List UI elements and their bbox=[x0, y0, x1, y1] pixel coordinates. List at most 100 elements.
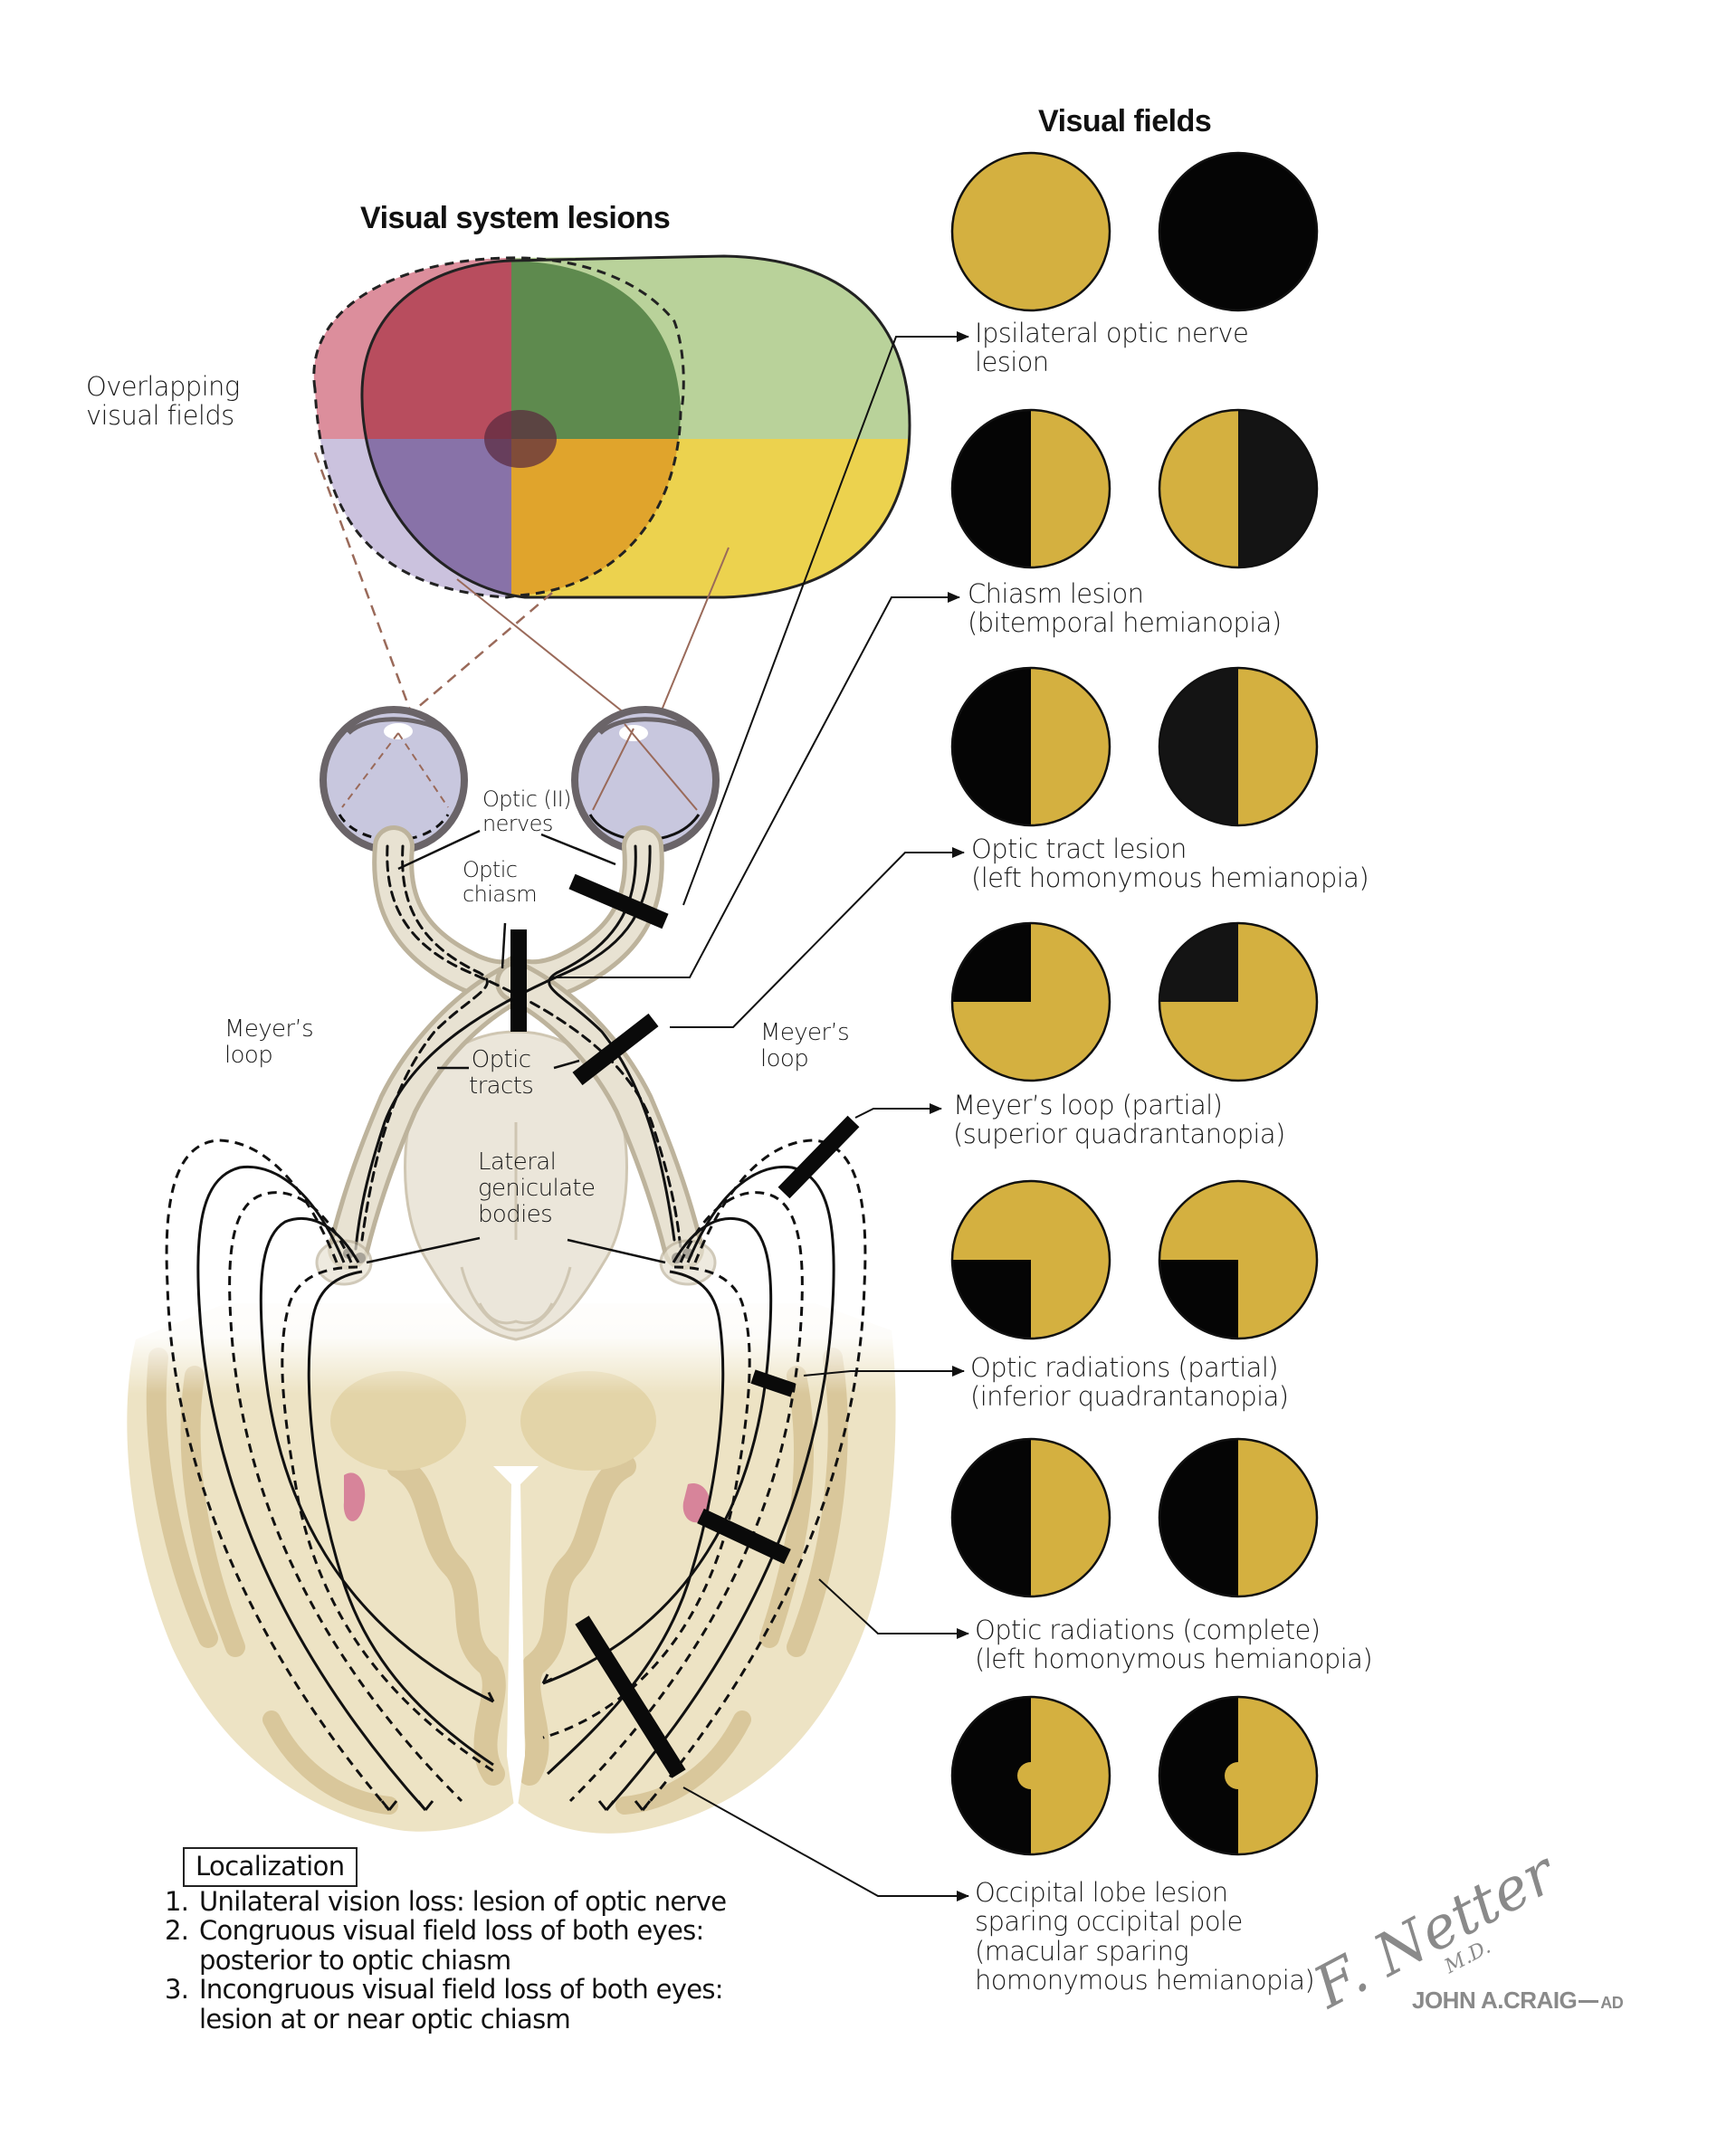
left-eye-field-optic-nerve bbox=[950, 151, 1111, 312]
field-outline bbox=[1158, 1695, 1319, 1856]
field-outline bbox=[950, 1437, 1111, 1598]
field-outline bbox=[1158, 921, 1319, 1082]
craig-signature-name: JOHN A.CRAIG bbox=[1412, 1987, 1578, 2014]
field-label-optic-tract: Optic tract lesion (left homonymous hemi… bbox=[971, 834, 1369, 893]
eyes bbox=[320, 706, 720, 854]
projection-line bbox=[397, 592, 553, 725]
callout-optic-radiations-complete bbox=[818, 1578, 969, 1639]
visual-field-circles bbox=[950, 151, 1319, 1856]
localization-item-text: Incongruous visual field loss of both ey… bbox=[199, 1974, 724, 2006]
callout-occipital-lobe bbox=[682, 1787, 969, 1901]
macula bbox=[484, 410, 557, 468]
lgb-label-line: bodies bbox=[478, 1201, 553, 1229]
left-eye-field-meyers-loop bbox=[950, 921, 1111, 1082]
localization-item-number: 2. bbox=[165, 1915, 189, 1947]
field-outline bbox=[1158, 666, 1319, 827]
field-label-meyers-loop: Meyer’s loop (partial) (superior quadran… bbox=[953, 1091, 1285, 1149]
craig-signature-suffix: AD bbox=[1600, 1994, 1624, 2012]
optic-nerves-label: Optic (II) nerves bbox=[482, 786, 572, 836]
callout-optic-nerve bbox=[682, 331, 969, 906]
callout-optic-tract bbox=[670, 847, 965, 1028]
right-eyeball bbox=[571, 706, 720, 854]
localization-item-text: Congruous visual field loss of both eyes… bbox=[199, 1915, 704, 1947]
optic-tracts-label-line: Optic bbox=[471, 1046, 531, 1073]
lesion-bar-optic-tract bbox=[572, 1013, 659, 1086]
overlapping-fields-label-line: Overlapping bbox=[86, 371, 240, 402]
field-label-line: Meyer’s loop (partial) bbox=[953, 1090, 1223, 1120]
left-eye-field-chiasm bbox=[950, 408, 1111, 569]
right-eye-field-optic-nerve bbox=[1158, 151, 1319, 312]
field-label-line: Optic tract lesion bbox=[971, 834, 1187, 864]
right-eye-field-chiasm bbox=[1158, 408, 1319, 569]
meyers-loop-right-label-line: Meyer’s bbox=[760, 1019, 850, 1046]
field-outline bbox=[1158, 151, 1319, 312]
lgb-label-line: Lateral bbox=[478, 1148, 557, 1176]
optic-tracts-label: Optic tracts bbox=[469, 1046, 534, 1101]
right-eye-field-optic-tract bbox=[1158, 666, 1319, 827]
optic-tracts-label-line: tracts bbox=[469, 1072, 534, 1101]
localization-list: 1. Unilateral vision loss: lesion of opt… bbox=[165, 1886, 727, 2034]
meyers-loop-right-label-line: loop bbox=[760, 1045, 809, 1073]
meyers-loop-left-label-line: Meyer’s bbox=[224, 1015, 314, 1043]
left-ventricle bbox=[343, 1472, 366, 1521]
blind-area bbox=[1159, 1439, 1238, 1596]
spared-macula bbox=[1225, 1762, 1252, 1789]
meyers-loop-left-label-line: loop bbox=[224, 1042, 273, 1070]
optic-chiasm-label-line: chiasm bbox=[463, 881, 538, 907]
blind-area bbox=[1159, 668, 1238, 825]
callout-meyers-loop bbox=[854, 1103, 942, 1119]
optic-chiasm-label: Optic chiasm bbox=[463, 858, 538, 907]
localization-item-number: 3. bbox=[165, 1974, 189, 2006]
blind-area bbox=[1159, 153, 1317, 310]
lesion-bar-optic-radiations-complete bbox=[697, 1508, 791, 1565]
field-outline bbox=[1158, 1437, 1319, 1598]
field-label-line: (bitemporal hemianopia) bbox=[968, 607, 1282, 639]
blind-area bbox=[952, 410, 1031, 567]
field-label-optic-nerve: Ipsilateral optic nerve lesion bbox=[975, 318, 1249, 377]
localization-item: 3. Incongruous visual field loss of both… bbox=[165, 1975, 726, 2034]
field-outline bbox=[950, 151, 1111, 312]
field-outline bbox=[950, 1695, 1111, 1856]
blind-area bbox=[952, 1439, 1031, 1596]
field-label-line: Ipsilateral optic nerve bbox=[975, 318, 1249, 348]
left-panel-title: Visual system lesions bbox=[360, 201, 671, 235]
callout-optic-radiations-partial bbox=[803, 1366, 965, 1377]
meyers-loop-right-label: Meyer’s loop bbox=[760, 1019, 850, 1073]
left-eye-field-optic-radiations-partial bbox=[950, 1179, 1111, 1340]
field-outline bbox=[950, 666, 1111, 827]
optic-nerves-label-line: Optic (II) bbox=[482, 786, 572, 812]
field-label-line: (left homonymous hemianopia) bbox=[971, 862, 1369, 894]
field-label-line: sparing occipital pole bbox=[975, 1906, 1243, 1938]
optic-radiations bbox=[165, 1139, 867, 1811]
field-outline bbox=[950, 921, 1111, 1082]
right-eye-field-occipital-lobe bbox=[1158, 1695, 1319, 1856]
right-eye-field-optic-radiations-partial bbox=[1158, 1179, 1319, 1340]
field-label-line: (macular sparing bbox=[975, 1935, 1189, 1967]
blind-area bbox=[1238, 410, 1317, 567]
localization-item-text: Unilateral vision loss: lesion of optic … bbox=[199, 1886, 727, 1917]
field-label-line: Chiasm lesion bbox=[968, 578, 1144, 609]
lesion-markers bbox=[510, 873, 860, 1778]
lesion-bar-occipital-lobe bbox=[575, 1615, 686, 1778]
lgb-label-line: geniculate bbox=[478, 1175, 596, 1203]
field-label-line: (inferior quadrantanopia) bbox=[970, 1381, 1289, 1413]
spared-macula bbox=[1017, 1762, 1044, 1789]
field-label-occipital-lobe: Occipital lobe lesion sparing occipital … bbox=[975, 1878, 1315, 1996]
field-label-line: Optic radiations (complete) bbox=[975, 1615, 1321, 1645]
overlapping-fields-label: Overlapping visual fields bbox=[86, 372, 240, 431]
field-outline bbox=[1158, 1179, 1319, 1340]
localization-item: 1. Unilateral vision loss: lesion of opt… bbox=[165, 1886, 727, 1917]
right-eye-field-outline bbox=[360, 254, 911, 599]
seeing-area bbox=[952, 153, 1110, 310]
left-eye-field-outline bbox=[312, 256, 685, 599]
localization-heading: Localization bbox=[183, 1847, 358, 1887]
field-label-line: (left homonymous hemianopia) bbox=[975, 1644, 1373, 1675]
left-eye-field-occipital-lobe bbox=[950, 1695, 1111, 1856]
field-outline bbox=[1158, 408, 1319, 569]
lesion-bar-optic-radiations-partial bbox=[750, 1369, 796, 1397]
projection-line bbox=[313, 452, 414, 716]
field-label-chiasm: Chiasm lesion (bitemporal hemianopia) bbox=[968, 579, 1282, 638]
right-eye-field-optic-radiations-complete bbox=[1158, 1437, 1319, 1598]
brain-coronal-section bbox=[118, 1267, 914, 1834]
blind-area bbox=[952, 668, 1031, 825]
